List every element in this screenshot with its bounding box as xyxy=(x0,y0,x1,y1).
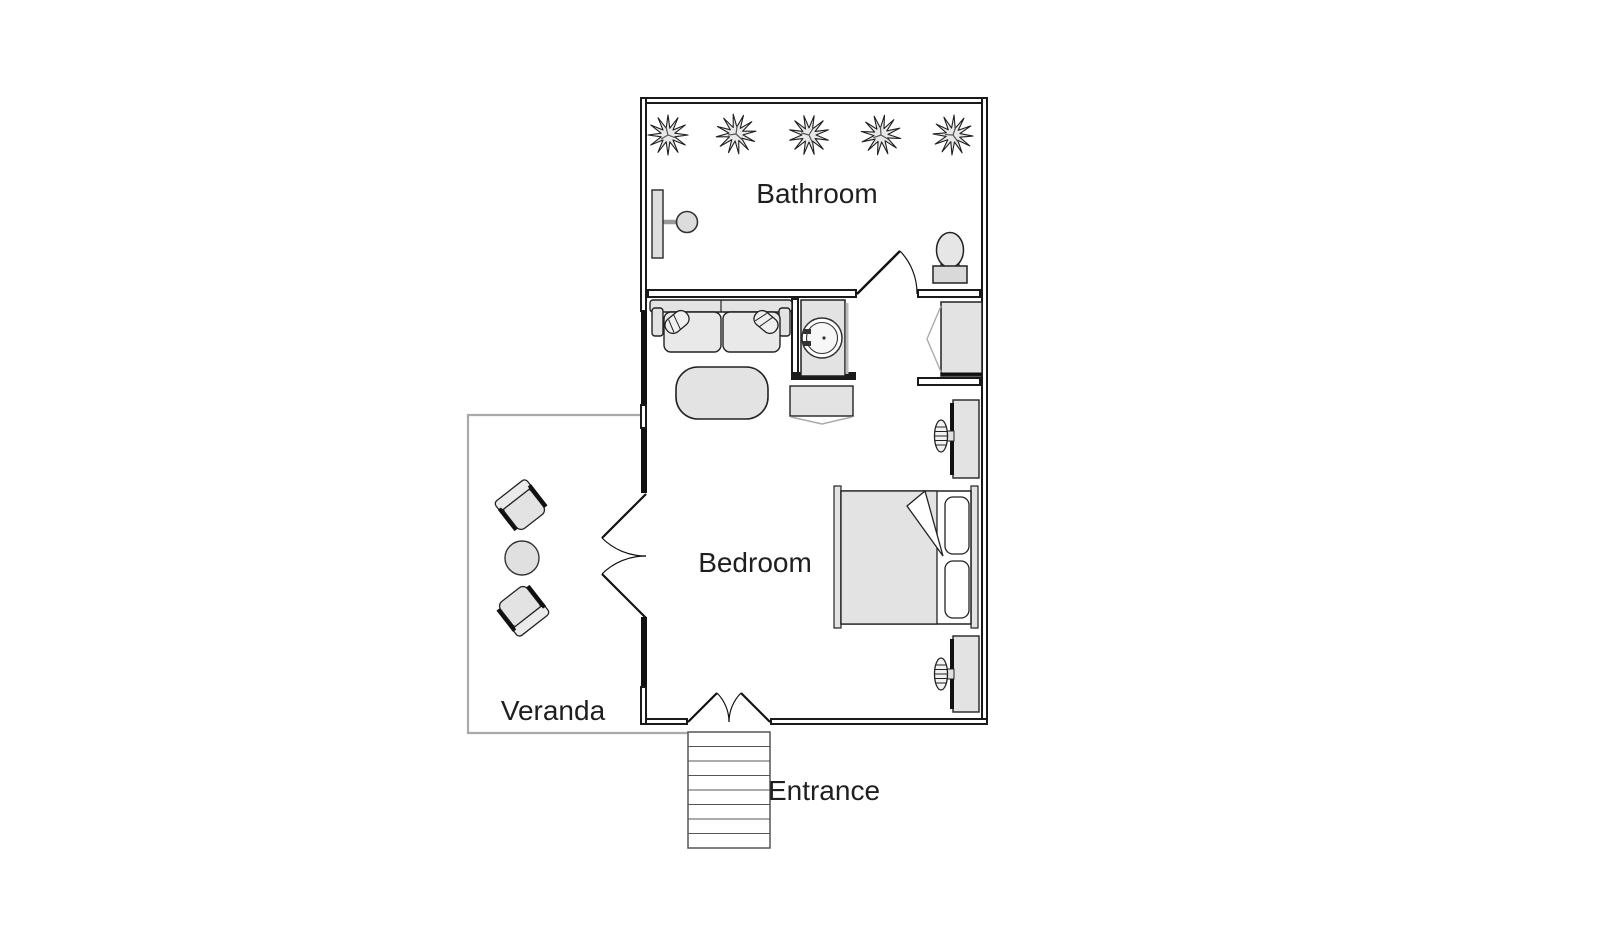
bedroom-room: Bedroom xyxy=(649,299,983,713)
window xyxy=(641,311,647,686)
bathroom-label: Bathroom xyxy=(756,178,877,209)
bathroom-door xyxy=(856,250,918,295)
armchair-icon xyxy=(491,476,552,536)
dresser-icon xyxy=(789,385,854,425)
armchair-icon xyxy=(492,580,553,640)
entrance-label: Entrance xyxy=(768,775,880,806)
toilet-icon xyxy=(932,231,968,284)
walls xyxy=(640,97,988,725)
bedroom-label: Bedroom xyxy=(698,547,812,578)
plant-icon xyxy=(709,107,763,161)
wardrobe-icon xyxy=(926,301,983,377)
veranda-label: Veranda xyxy=(501,695,606,726)
plant-icon xyxy=(780,106,838,164)
veranda-room: Veranda xyxy=(466,413,688,735)
round-table-icon xyxy=(504,540,540,576)
sink-vanity-icon xyxy=(800,299,849,377)
plant-icon xyxy=(857,111,905,159)
sofa-icon xyxy=(649,299,793,353)
bathroom-room: Bathroom xyxy=(647,106,982,284)
shower-icon xyxy=(651,189,699,259)
entrance-door xyxy=(687,692,771,723)
bed-icon xyxy=(833,485,979,629)
coffee-table-icon xyxy=(675,366,769,420)
plant-icon xyxy=(924,106,982,164)
stairs-icon xyxy=(687,731,771,849)
veranda-door xyxy=(601,493,647,619)
veranda-outline xyxy=(466,413,688,735)
plant-icon xyxy=(647,114,689,156)
